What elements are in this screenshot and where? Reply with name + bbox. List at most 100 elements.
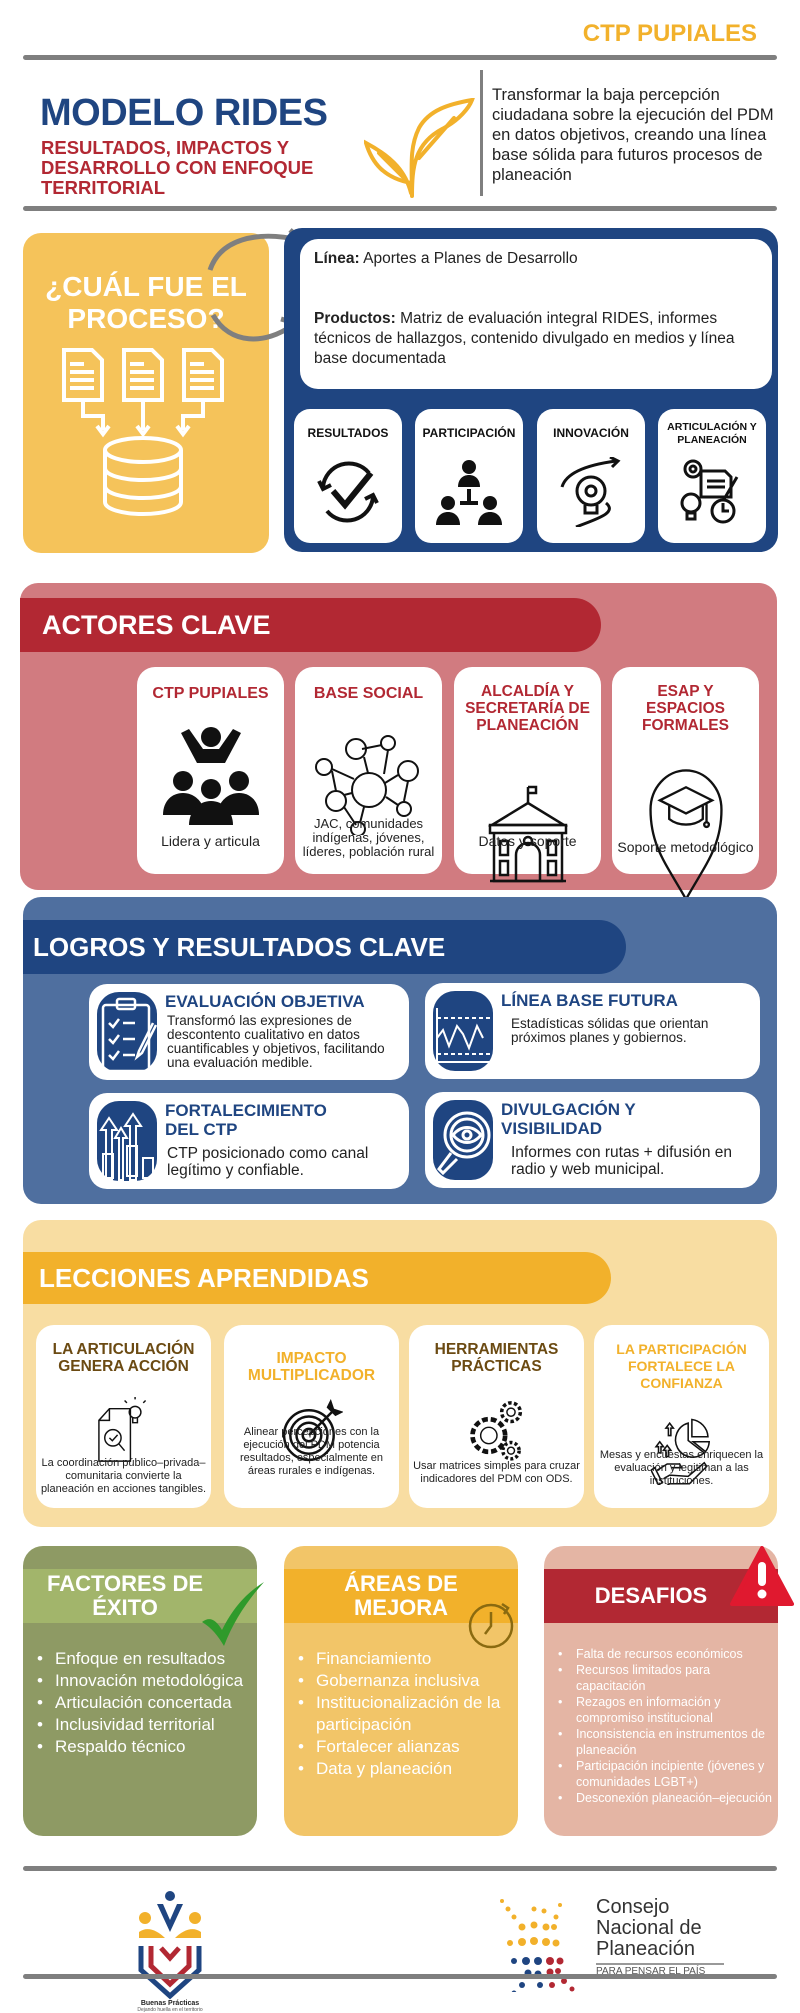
success-factors-panel: FACTORES DE ÉXITO Enfoque en resultadosI… — [23, 1546, 257, 1836]
actor-title: ESAP Y ESPACIOS FORMALES — [642, 683, 729, 734]
lesson-title: LA PARTICIPACIÓN FORTALECE LA CONFIANZA — [616, 1341, 747, 1391]
actor-title: CTP PUPIALES — [152, 685, 269, 702]
checkmark-icon — [198, 1580, 268, 1650]
process-info-box: Línea: Aportes a Planes de Desarrollo Pr… — [300, 239, 772, 389]
process-detail-panel: Línea: Aportes a Planes de Desarrollo Pr… — [284, 228, 778, 552]
list-item: Inconsistencia en instrumentos de planea… — [554, 1726, 772, 1758]
actor-title: ALCALDÍA Y SECRETARÍA DE PLANEACIÓN — [465, 683, 590, 734]
lesson-text: La coordinación público–privada–comunita… — [40, 1457, 207, 1495]
pillar-label: INNOVACIÓN — [553, 426, 629, 440]
actor-text: Datos y soporte — [478, 833, 577, 849]
improve-heading: ÁREAS DE MEJORA — [284, 1569, 518, 1623]
social-network-icon — [314, 735, 424, 835]
pie-hand-icon — [650, 1417, 713, 1485]
productos-value: Matriz de evaluación integral RIDES, inf… — [314, 310, 735, 367]
actor-text: Soporte metodológico — [617, 839, 754, 855]
logo1-tagline: Dejando huella en el territorio — [137, 2007, 203, 2013]
logo2-line3: Planeación — [596, 1938, 695, 1960]
achievement-text: Transformó las expresiones de descontent… — [167, 1013, 385, 1070]
list-item: Financiamiento — [294, 1648, 512, 1670]
document-idea-icon — [94, 1397, 154, 1467]
achievement-title: FORTALECIMIENTO DEL CTP — [165, 1101, 327, 1139]
pillar-card: PARTICIPACIÓN — [415, 409, 523, 543]
challenges-panel: DESAFIOS Falta de recursos económicosRec… — [544, 1546, 778, 1836]
list-item: Participación incipiente (jóvenes y comu… — [554, 1758, 772, 1790]
cnp-logo: Consejo Nacional de Planeación PARA PENS… — [498, 1896, 738, 1992]
list-item: Institucionalización de la participación — [294, 1692, 512, 1736]
actors-heading: ACTORES CLAVE — [20, 598, 601, 652]
success-heading: FACTORES DE ÉXITO — [23, 1569, 257, 1623]
achievement-card: LÍNEA BASE FUTURA Estadísticas sólidas qu… — [425, 983, 760, 1079]
lesson-card: HERRAMIENTAS PRÁCTICAS Usar matrices simp… — [409, 1325, 584, 1508]
magnifier-eye-icon — [433, 1100, 493, 1180]
leaf-icon — [364, 98, 476, 198]
linea-value: Aportes a Planes de Desarrollo — [363, 250, 578, 267]
achievement-title: LÍNEA BASE FUTURA — [501, 991, 678, 1010]
list-item: Enfoque en resultados — [33, 1648, 251, 1670]
lesson-title: IMPACTO MULTIPLICADOR — [247, 1350, 376, 1384]
people-network-icon — [434, 457, 504, 527]
list-item: Respaldo técnico — [33, 1736, 251, 1758]
logo2-line1: Consejo — [596, 1896, 670, 1918]
logo2-line2: Nacional de — [596, 1917, 702, 1939]
achievement-title: EVALUACIÓN OBJETIVA — [165, 992, 365, 1011]
divider — [23, 206, 777, 211]
page-title: MODELO RIDES — [40, 92, 328, 134]
list-item: Innovación metodológica — [33, 1670, 251, 1692]
achievement-title: DIVULGACIÓN Y VISIBILIDAD — [501, 1100, 636, 1138]
leader-group-icon — [161, 725, 261, 825]
achievements-heading: LOGROS Y RESULTADOS CLAVE — [23, 920, 626, 974]
list-item: Data y planeación — [294, 1758, 512, 1780]
list-item: Inclusividad territorial — [33, 1714, 251, 1736]
improve-list: FinanciamientoGobernanza inclusivaInstit… — [294, 1648, 512, 1780]
pillar-label: RESULTADOS — [307, 426, 389, 440]
list-item: Gobernanza inclusiva — [294, 1670, 512, 1692]
checklist-icon — [97, 992, 157, 1073]
lessons-heading: LECCIONES APRENDIDAS — [23, 1252, 611, 1304]
lightbulb-gear-icon — [556, 457, 626, 527]
list-item: Desconexión planeación–ejecución — [554, 1790, 772, 1806]
lesson-card: IMPACTO MULTIPLICADOR Alinear percepcione… — [224, 1325, 399, 1508]
success-list: Enfoque en resultadosInnovación metodoló… — [33, 1648, 251, 1758]
lesson-card: LA ARTICULACIÓN GENERA ACCIÓN La coordina… — [36, 1325, 211, 1508]
achievement-card: EVALUACIÓN OBJETIVA Transformó las expres… — [89, 984, 409, 1080]
achievement-card: DIVULGACIÓN Y VISIBILIDAD Informes con ru… — [425, 1092, 760, 1188]
actor-card: ESAP Y ESPACIOS FORMALES Soporte metodoló… — [612, 667, 759, 902]
graduation-pin-icon — [646, 763, 726, 903]
logo1-title: Buenas Prácticas — [140, 2000, 200, 2007]
achievement-text: Estadísticas sólidas que orientan próxim… — [511, 1016, 709, 1045]
pillar-card: RESULTADOS — [294, 409, 402, 543]
achievement-text: Informes con rutas + difusión en radio y… — [511, 1144, 732, 1178]
linea-row: Línea: Aportes a Planes de Desarrollo — [314, 249, 758, 269]
list-item: Fortalecer alianzas — [294, 1736, 512, 1758]
process-card: ¿CUÁL FUE EL PROCESO? — [23, 233, 269, 553]
pillar-label: PARTICIPACIÓN — [422, 426, 516, 440]
city-hall-icon — [488, 785, 568, 885]
lesson-text: Usar matrices simples para cruzar indica… — [413, 1460, 580, 1485]
list-item: Rezagos en información y compromiso inst… — [554, 1694, 772, 1726]
description: Transformar la baja percepción ciudadana… — [492, 86, 774, 184]
line-chart-icon — [433, 991, 493, 1071]
list-item: Articulación concertada — [33, 1692, 251, 1714]
lesson-text: Alinear percepciones con la ejecución de… — [239, 1426, 384, 1477]
org-name: CTP PUPIALES — [582, 20, 757, 47]
pillar-card: INNOVACIÓN — [537, 409, 645, 543]
productos-row: Productos: Matriz de evaluación integral… — [314, 309, 758, 369]
lesson-title: HERRAMIENTAS PRÁCTICAS — [434, 1341, 559, 1375]
gears-icon — [467, 1397, 527, 1467]
process-heading: ¿CUÁL FUE EL PROCESO? — [45, 271, 247, 334]
actor-text: JAC, comunidades indígenas, jóvenes, líd… — [302, 816, 435, 859]
divider — [23, 1974, 777, 1979]
clock-icon — [466, 1600, 516, 1650]
lesson-title: LA ARTICULACIÓN GENERA ACCIÓN — [52, 1341, 195, 1375]
actor-card: ALCALDÍA Y SECRETARÍA DE PLANEACIÓN Datos… — [454, 667, 601, 883]
page-subtitle: RESULTADOS, IMPACTOS Y DESARROLLO CON EN… — [41, 137, 314, 198]
divider — [23, 55, 777, 60]
productos-label: Productos: — [314, 310, 396, 327]
list-item: Falta de recursos económicos — [554, 1646, 772, 1662]
linea-label: Línea: — [314, 250, 360, 267]
